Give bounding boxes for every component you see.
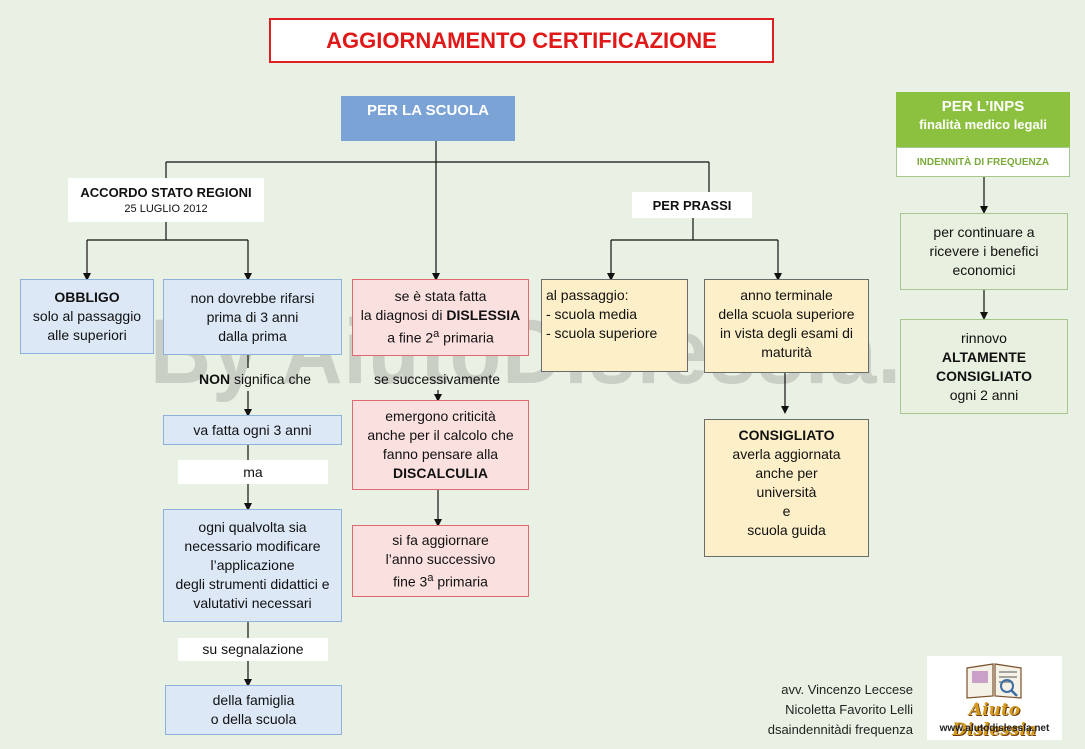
criticita-line2: anche per il calcolo che bbox=[367, 427, 514, 443]
obbligo-box: OBBLIGO solo al passaggio alle superiori bbox=[20, 279, 154, 354]
rinnovo-line1: rinnovo bbox=[961, 329, 1007, 346]
book-icon bbox=[966, 663, 1022, 699]
non-rest: significa che bbox=[230, 371, 312, 387]
consigliato-line2: averla aggiornata bbox=[732, 446, 841, 462]
aiutodislessia-logo: Aiuto Dislessia www.aiutodislessia.net bbox=[927, 656, 1062, 740]
terminale-line2: della scuola superiore bbox=[718, 306, 855, 322]
obbligo-line2: solo al passaggio bbox=[32, 308, 142, 324]
dislessia-sup: a bbox=[433, 328, 440, 341]
aggiornare-line2: l’anno successivo bbox=[385, 550, 496, 567]
consigliato-line3: anche per bbox=[755, 465, 818, 481]
continuare-line2: ricevere i benefici bbox=[929, 243, 1039, 259]
rinnovo-box: rinnovo ALTAMENTE CONSIGLIATO ogni 2 ann… bbox=[900, 319, 1068, 414]
rinnovo-bold1: ALTAMENTE bbox=[941, 348, 1027, 365]
dislessia-line3-post: primaria bbox=[439, 329, 494, 346]
obbligo-line3: alle superiori bbox=[47, 327, 127, 343]
accordo-title: ACCORDO STATO REGIONI bbox=[80, 185, 252, 200]
famiglia-line2: o della scuola bbox=[210, 711, 297, 727]
scuola-header: PER LA SCUOLA bbox=[341, 96, 515, 141]
qualvolta-line1: ogni qualvolta sia bbox=[198, 519, 307, 535]
consigliato-line5: e bbox=[782, 503, 791, 519]
aggiornare-box: si fa aggiornare l’anno successivo fine … bbox=[352, 525, 529, 597]
terminale-box: anno terminale della scuola superiore in… bbox=[704, 279, 869, 373]
rifarsi-line1: non dovrebbe rifarsi bbox=[190, 289, 315, 306]
segnalazione-text: su segnalazione bbox=[202, 641, 304, 657]
non-significa-label: NON significa che bbox=[180, 368, 330, 391]
inps-header: PER L’INPS finalità medico legali bbox=[896, 92, 1070, 147]
aggiornare-line1: si fa aggiornare bbox=[392, 531, 489, 548]
accordo-date: 25 LUGLIO 2012 bbox=[124, 203, 208, 215]
ma-text: ma bbox=[243, 463, 263, 480]
rinnovo-line4: ogni 2 anni bbox=[949, 386, 1019, 403]
passaggio-line3: - scuola superiore bbox=[546, 325, 658, 341]
criticita-bold: DISCALCULIA bbox=[393, 465, 488, 481]
aggiornare-line3: fine 3 bbox=[393, 573, 428, 590]
qualvolta-line5: valutativi necessari bbox=[193, 595, 312, 611]
consigliato-line6: scuola guida bbox=[747, 522, 826, 538]
ogni-3-anni-text: va fatta ogni 3 anni bbox=[193, 421, 312, 438]
consigliato-bold: CONSIGLIATO bbox=[738, 427, 835, 443]
prassi-text: PER PRASSI bbox=[652, 197, 732, 213]
consigliato-line4: università bbox=[756, 484, 817, 500]
criticita-line3: fanno pensare alla bbox=[382, 446, 499, 462]
successivamente-label: se successivamente bbox=[362, 369, 512, 390]
qualvolta-line3: l’applicazione bbox=[210, 557, 295, 573]
passaggio-box: al passaggio: - scuola media - scuola su… bbox=[541, 279, 688, 372]
rifarsi-box: non dovrebbe rifarsi prima di 3 anni dal… bbox=[163, 279, 342, 355]
qualvolta-box: ogni qualvolta sia necessario modificare… bbox=[163, 509, 342, 622]
ogni-3-anni-box: va fatta ogni 3 anni bbox=[163, 415, 342, 445]
successivamente-text: se successivamente bbox=[373, 371, 501, 387]
rifarsi-line2: prima di 3 anni bbox=[206, 308, 299, 325]
inps-title: PER L’INPS bbox=[941, 98, 1025, 115]
indennita-label: INDENNITÀ DI FREQUENZA bbox=[896, 147, 1070, 177]
dislessia-bold: DISLESSIA bbox=[446, 307, 521, 324]
aggiornare-line3-post: primaria bbox=[433, 573, 488, 590]
ma-label: ma bbox=[178, 460, 328, 484]
dislessia-line1: se è stata fatta bbox=[394, 288, 487, 305]
famiglia-line1: della famiglia bbox=[212, 692, 295, 708]
logo-brand: Aiuto Dislessia bbox=[952, 700, 1037, 740]
rifarsi-line3: dalla prima bbox=[218, 327, 287, 344]
logo-url: www.aiutodislessia.net bbox=[939, 723, 1050, 734]
passaggio-line2: - scuola media bbox=[546, 306, 638, 322]
criticita-box: emergono criticità anche per il calcolo … bbox=[352, 400, 529, 490]
qualvolta-line4: degli strumenti didattici e bbox=[175, 576, 330, 592]
continuare-line3: economici bbox=[952, 262, 1016, 278]
credits: avv. Vincenzo Leccese Nicoletta Favorito… bbox=[700, 680, 913, 740]
segnalazione-label: su segnalazione bbox=[178, 638, 328, 661]
credits-line1: avv. Vincenzo Leccese bbox=[781, 682, 913, 697]
passaggio-line1: al passaggio: bbox=[546, 287, 629, 303]
page-title: AGGIORNAMENTO CERTIFICAZIONE bbox=[269, 18, 774, 63]
rinnovo-bold2: CONSIGLIATO bbox=[936, 367, 1032, 384]
credits-line2: Nicoletta Favorito Lelli bbox=[785, 702, 913, 717]
aggiornare-sup: a bbox=[427, 571, 434, 584]
terminale-line4: maturità bbox=[761, 344, 812, 360]
prassi-label: PER PRASSI bbox=[632, 192, 752, 218]
famiglia-box: della famiglia o della scuola bbox=[165, 685, 342, 735]
obbligo-label: OBBLIGO bbox=[54, 289, 120, 305]
credits-line3: dsaindennitàdi frequenza bbox=[767, 722, 913, 737]
dislessia-line2: la diagnosi di bbox=[360, 307, 447, 324]
continuare-box: per continuare a ricevere i benefici eco… bbox=[900, 213, 1068, 290]
dislessia-line3: a fine 2 bbox=[387, 329, 434, 346]
continuare-line1: per continuare a bbox=[933, 224, 1035, 240]
inps-subtitle: finalità medico legali bbox=[919, 117, 1047, 132]
accordo-box: ACCORDO STATO REGIONI 25 LUGLIO 2012 bbox=[68, 178, 264, 222]
dislessia-box: se è stata fatta la diagnosi di DISLESSI… bbox=[352, 279, 529, 356]
consigliato-box: CONSIGLIATO averla aggiornata anche per … bbox=[704, 419, 869, 557]
qualvolta-line2: necessario modificare bbox=[184, 538, 321, 554]
terminale-line1: anno terminale bbox=[740, 287, 833, 303]
terminale-line3: in vista degli esami di bbox=[719, 325, 854, 341]
non-bold: NON bbox=[198, 371, 231, 387]
criticita-line1: emergono criticità bbox=[385, 408, 496, 424]
